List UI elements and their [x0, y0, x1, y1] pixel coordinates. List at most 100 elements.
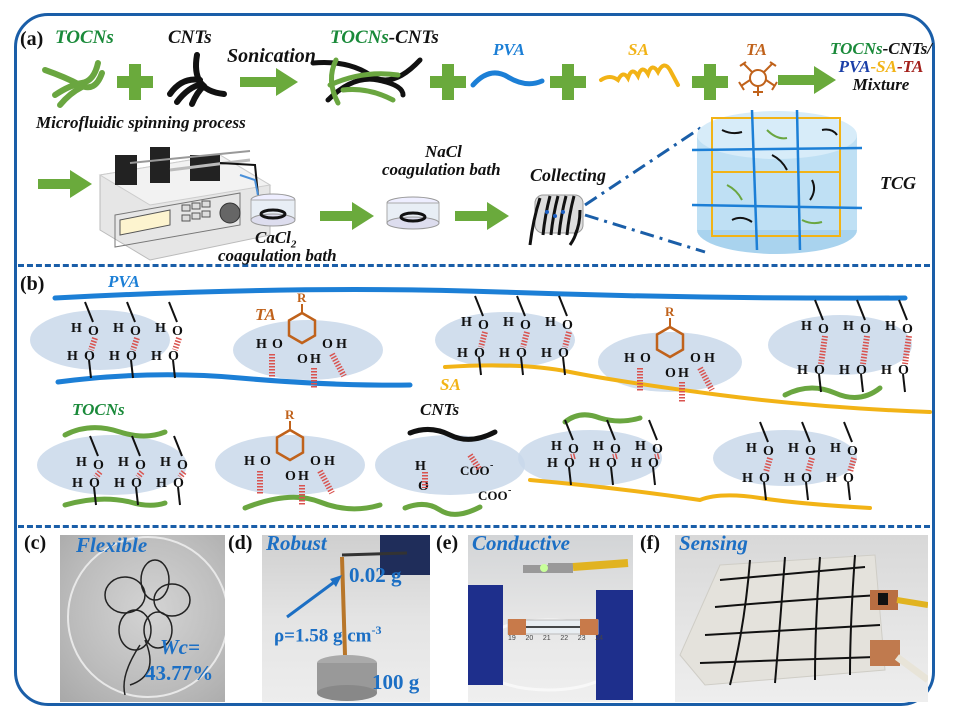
oxygen-atom: O [610, 442, 621, 457]
hydrogen-atom: H [678, 366, 689, 381]
oxygen-atom: O [801, 471, 812, 486]
petri-dish-fiber [67, 536, 225, 698]
divider-b-c [18, 525, 930, 528]
hydrogen-atom: H [784, 471, 795, 486]
ruler-tick: 24 [595, 635, 603, 642]
tocns-part: TOCNs [330, 27, 389, 48]
hydrogen-bond [172, 337, 182, 351]
hydrogen-bond [130, 337, 140, 351]
hydrogen-bond [93, 470, 103, 479]
tocns-backbone-right [782, 385, 883, 400]
nacl-bath-label: coagulation bath [382, 160, 501, 179]
hydrogen-bond [847, 457, 857, 473]
hydrogen-atom: H [457, 346, 468, 361]
hydrogen-atom: H [881, 363, 892, 378]
tocns-backbone-top [62, 425, 168, 439]
hydrogen-atom: H [155, 321, 166, 336]
tcg-hydrogel-network-illustration [691, 109, 863, 254]
hydrogen-bond [654, 453, 660, 460]
hydrogen-atom: H [551, 439, 562, 454]
tocns-backbone-cnts [402, 502, 483, 517]
sensor-grid-scene [679, 554, 928, 686]
hydrogen-atom: H [839, 363, 850, 378]
hydrogen-atom: H [547, 456, 558, 471]
oxygen-atom: O [310, 454, 321, 469]
ruler-tick: 20 [525, 635, 534, 642]
hydrogen-atom: H [461, 315, 472, 330]
cacl2-text: CaCl [255, 228, 291, 247]
sensing-grid-photo: Sensing [675, 535, 928, 702]
covalent-bond [568, 466, 572, 486]
oxygen-atom: O [516, 346, 527, 361]
hydrogen-atom: H [746, 441, 757, 456]
density-value: ρ=1.58 g cm [274, 625, 372, 647]
cnts-fiber-icon [167, 52, 227, 107]
hydrogen-atom: H [151, 349, 162, 364]
ta-label: TA [746, 40, 767, 59]
hydrogen-atom: H [589, 456, 600, 471]
sa-chain-icon [599, 63, 680, 87]
cacl2-label: CaCl2 [255, 228, 296, 250]
hydrogen-bond [329, 352, 347, 378]
mixture-cnts: -CNTs/ [882, 39, 933, 58]
oxygen-atom: O [860, 322, 871, 337]
oxygen-atom: O [562, 318, 573, 333]
covalent-bond [177, 486, 181, 506]
hydrogen-atom: H [826, 471, 837, 486]
tocns-backbone-ta2 [242, 494, 383, 512]
plus-icon [117, 64, 153, 100]
cacl2-subscript: 2 [290, 238, 297, 251]
tocns-chain-label: TOCNs [72, 400, 125, 419]
panel-f-label: (f) [640, 532, 660, 554]
hydrogen-atom: H [415, 459, 426, 474]
fiber-mass-label: 0.02 g [349, 563, 402, 587]
oxygen-atom: O [759, 471, 770, 486]
covalent-bond [173, 435, 183, 457]
hydrogen-atom: H [788, 441, 799, 456]
ruler-ticks: 19 20 21 22 23 24 [508, 635, 603, 642]
oxygen-atom: O [898, 363, 909, 378]
covalent-bond [126, 301, 136, 323]
mixture-ta: -TA [896, 57, 924, 76]
oxygen-atom: O [814, 363, 825, 378]
oxygen-atom: O [272, 337, 283, 352]
zoom-callout-lines [584, 123, 706, 254]
cnts-label: CNTs [168, 27, 212, 48]
hydrogen-atom: H [67, 349, 78, 364]
covalent-bond [902, 373, 906, 393]
covalent-bond [860, 373, 864, 393]
covalent-bond [520, 356, 524, 376]
oxygen-atom: O [606, 456, 617, 471]
covalent-bond [652, 466, 656, 486]
oxygen-atom: O [285, 469, 296, 484]
covalent-bond [478, 356, 482, 376]
covalent-bond [516, 295, 526, 317]
benzene-ring [655, 325, 685, 359]
sa-backbone-mid [443, 363, 932, 414]
hydrogen-atom: H [499, 346, 510, 361]
hydrogen-bond [763, 457, 773, 473]
benzene-ring [287, 311, 317, 345]
hydrogen-atom: H [109, 349, 120, 364]
oxygen-atom: O [805, 444, 816, 459]
oxygen-atom: O [173, 476, 184, 491]
cnts-backbone [407, 427, 498, 442]
hydrogen-atom: H [256, 337, 267, 352]
nacl-label: NaCl [425, 142, 462, 161]
oxygen-atom: O [322, 337, 333, 352]
interaction-region [37, 435, 187, 495]
arrow-right-icon [320, 202, 374, 230]
water-content-label: Wc= [160, 635, 200, 659]
interaction-region [233, 320, 383, 380]
oxygen-atom: O [856, 363, 867, 378]
tocns-cnts-label: TOCNs-CNTs [330, 27, 439, 49]
interaction-region [435, 312, 575, 368]
covalent-bond [564, 419, 574, 441]
hydrogen-atom: H [635, 439, 646, 454]
panel-a-label: (a) [20, 28, 44, 50]
figure-frame [14, 13, 935, 706]
benzene-ring [275, 428, 305, 462]
hydrogen-bond [612, 453, 618, 460]
ruler-tick: 21 [542, 635, 551, 642]
tocns-backbone-mid [562, 412, 643, 425]
